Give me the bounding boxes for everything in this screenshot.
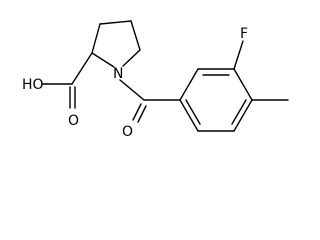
bond-carbonyl-double-o-b xyxy=(137,105,147,123)
bond-n-carbonyl xyxy=(119,79,145,101)
bond-c2-cooh xyxy=(71,52,93,85)
bond-benzene-inner-left xyxy=(185,99,201,125)
molecule-drawing: HO O N O F xyxy=(22,20,289,140)
benzene-ring xyxy=(179,68,253,132)
amide-oxygen-label: O xyxy=(122,124,133,140)
fluorine-label: F xyxy=(240,26,248,42)
nitrogen-label: N xyxy=(113,66,123,82)
hydroxyl-label: HO xyxy=(22,77,44,93)
bond-ring-c5-n xyxy=(122,49,141,67)
bond-benzene-inner-right xyxy=(231,99,247,125)
bond-ring-c3-c4 xyxy=(99,20,132,25)
pyrrolidine-ring xyxy=(91,20,141,68)
carboxyl-oxygen-label: O xyxy=(68,113,79,129)
bond-benzene-6 xyxy=(179,99,199,132)
bond-ring-c2-c3 xyxy=(91,23,101,54)
bond-benzene-3 xyxy=(233,68,253,101)
substituents xyxy=(233,40,289,101)
bond-ring-n-c2 xyxy=(91,52,115,68)
bond-benzene-4 xyxy=(233,99,253,132)
bond-carbonyl-double-o-a xyxy=(132,103,142,121)
carboxylic-acid-group xyxy=(42,52,93,109)
amide-carbonyl-group xyxy=(119,79,181,123)
structure-diagram: HO O N O F xyxy=(22,20,289,140)
bond-ring-c4-c5 xyxy=(130,20,141,51)
bond-ring-fluorine xyxy=(233,40,244,70)
bond-benzene-1 xyxy=(179,68,199,101)
